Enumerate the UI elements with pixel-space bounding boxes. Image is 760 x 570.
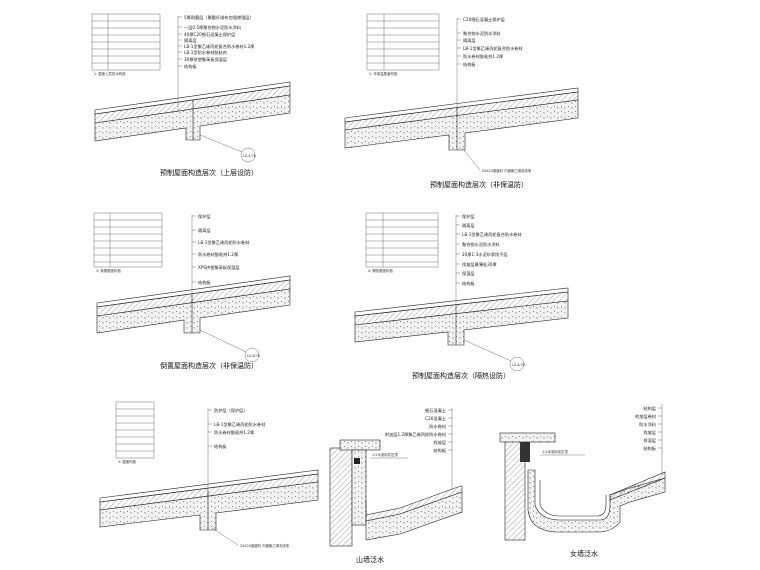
panel-5: 5: 屋面构造 防护层（保护层） LB-1型聚乙烯丙纶防水卷材 防水卷材胶粘剂1… (99, 401, 319, 548)
figure-caption: 山墙泛水 (356, 555, 384, 564)
layer-label: 一层0.5厚聚合物水泥防水涂料 (184, 24, 242, 31)
layer-label: 40厚C20细石混凝土保护层 (184, 31, 235, 38)
detail-subtitle: 1: 屋面上层防水构造 (94, 71, 126, 76)
detail-parapet-gable: 细石混凝土 C20混凝土 防水卷材 附加层1.2厚聚乙烯丙纶防水卷材 找坡层 结… (329, 407, 463, 564)
layer-label: 30厚挤塑聚苯板保温层 (184, 56, 227, 63)
roof-section (94, 81, 291, 142)
layer-label: 隔离层 (462, 222, 475, 229)
wall (499, 432, 556, 541)
figure-caption: 女墙泛水 (570, 549, 598, 558)
layer-callouts: 结构层 附加层卷材 防水涂料 找坡层 保温层 结构板 (635, 404, 663, 475)
layer-label: 保护层 (462, 213, 475, 220)
layer-label: 隔离层 (198, 227, 211, 234)
layer-label: 保温层 (643, 437, 656, 444)
layer-label: 聚合物水泥防水涂料 (463, 30, 502, 37)
layer-label: LB-1型聚乙烯丙纶防水卷材 (198, 239, 249, 246)
layer-label: 结构层 (643, 405, 656, 412)
panel-3: 3: 倒置屋面构造 保护层 隔离层 LB-1型聚乙烯丙纶防水卷材 防水卷材胶粘剂… (93, 212, 291, 370)
layer-label: 防水涂料 (639, 421, 657, 428)
section-tag: LS-4/70 (247, 354, 260, 358)
layer-label: 结构板 (198, 279, 211, 286)
layer-label: LB-1型聚乙烯丙纶复合防水卷材1.2厚 (184, 43, 254, 50)
layer-callouts: 细石混凝土 C20混凝土 防水卷材 附加层1.2厚聚乙烯丙纶防水卷材 找坡层 结… (385, 407, 453, 490)
section-tag: LS-4/70 (243, 154, 256, 158)
figure-caption: 预制屋面构造层次（上层设防） (160, 168, 258, 177)
layer-label: LB-1型聚乙烯丙纶复合防水卷材 (463, 45, 523, 52)
coping-note: 1:2水泥砂浆压顶 (542, 449, 568, 454)
layer-label: 防水卷材胶粘剂1.2厚 (214, 429, 254, 436)
layer-label: 结构板 (643, 445, 656, 452)
layer-label: 结构板 (433, 447, 446, 454)
detail-subtitle: 2: 非保温屋面构造 (369, 71, 398, 76)
layer-callouts: 防护层（保护层） LB-1型聚乙烯丙纶防水卷材 防水卷材胶粘剂1.2厚 结构板 (207, 407, 265, 498)
section-marker (509, 356, 525, 372)
layer-label: LB-1型聚乙烯丙纶复合防水卷材 (462, 231, 522, 238)
legend-table (93, 212, 163, 268)
layer-label: 保温层 (462, 270, 475, 277)
figure-caption: 预制屋面构造层次（隔热设防） (412, 371, 510, 380)
layer-label: 聚合物水泥防水涂料 (462, 241, 501, 248)
legend-table (366, 13, 440, 71)
gutter-section (527, 469, 666, 533)
layer-label: 结构板 (184, 63, 197, 70)
layer-label: 结构板 (214, 443, 227, 450)
layer-label: 找坡层最薄处30厚 (462, 261, 497, 268)
layer-label: 防水卷材胶粘剂1.2厚 (198, 251, 238, 258)
legend-table (115, 401, 155, 459)
detail-parapet-wall: 结构层 附加层卷材 防水涂料 找坡层 保温层 结构板 1:2水泥砂浆压顶 女墙泛… (499, 404, 666, 558)
panel-2: 2: 非保温屋面构造 C20细石混凝土保护层 聚合物水泥防水涂料 隔离层 LB-… (344, 13, 579, 189)
section-tag: LS-4/70 (512, 363, 525, 367)
roof-section (96, 275, 291, 334)
roof-section (99, 469, 319, 531)
layer-label: 找坡层 (643, 429, 656, 436)
layer-label: LB-1型聚乙烯丙纶防水卷材 (214, 421, 265, 428)
legend-table (365, 212, 439, 268)
section-marker (240, 147, 256, 163)
layer-label: 隔离层 (184, 37, 197, 44)
layer-label: 防水卷材 (429, 423, 446, 430)
layer-label: XPS挤塑聚苯板保温层 (198, 264, 240, 271)
panel-1: 1: 屋面上层防水构造 5厚耐磨层（聚酯纤维布加强增强层） 一层0.5厚聚合物水… (91, 13, 291, 177)
legend-table (91, 13, 161, 71)
figure-caption: 倒置屋面构造层次（非保温防） (160, 361, 258, 370)
joint-note: 20X20嵌缝料 内嵌聚乙烯泡沫条 (482, 168, 532, 173)
layer-callouts: 5厚耐磨层（聚酯纤维布加强增强层） 一层0.5厚聚合物水泥防水涂料 40厚C20… (177, 14, 254, 118)
wall (329, 439, 381, 547)
joint-note: 20X20嵌缝料 内嵌聚乙烯泡沫条 (240, 543, 290, 548)
layer-label: 结构板 (462, 280, 475, 287)
layer-label: 找坡层 (433, 439, 446, 446)
layer-label: 防水卷材胶粘剂1.2厚 (463, 53, 503, 60)
layer-label: 结构板 (463, 61, 476, 68)
roof-section (354, 287, 569, 346)
layer-label: 隔离层 (463, 37, 476, 44)
layer-label: 细石混凝土 (425, 407, 446, 414)
detail-subtitle: 4: 隔热屋面构造 (368, 268, 393, 273)
layer-label: 5厚耐磨层（聚酯纤维布加强增强层） (184, 14, 254, 21)
section-marker (244, 347, 260, 363)
layer-label: C20细石混凝土保护层 (463, 16, 505, 23)
layer-label: 附加层1.2厚聚乙烯丙纶防水卷材 (385, 431, 446, 438)
layer-label: 20厚1:3水泥砂浆找平层 (462, 251, 508, 258)
layer-label: 防护层（保护层） (214, 407, 248, 414)
layer-label: LB-1型防水卷材胶粘剂 (184, 49, 227, 56)
layer-label: C20混凝土 (425, 415, 446, 422)
layer-label: 附加层卷材 (635, 413, 656, 420)
layer-callouts: 保护层 隔离层 LB-1型聚乙烯丙纶复合防水卷材 聚合物水泥防水涂料 20厚1:… (455, 213, 522, 303)
coping-note: 1:2水泥砂浆压顶 (372, 452, 398, 457)
panel-4: 4: 隔热屋面构造 保护层 隔离层 LB-1型聚乙烯丙纶复合防水卷材 聚合物水泥… (354, 212, 569, 380)
roof-section (344, 87, 579, 151)
layer-label: 保护层 (198, 213, 211, 220)
roof-layers (365, 485, 463, 541)
detail-subtitle: 3: 倒置屋面构造 (96, 268, 121, 273)
figure-caption: 预制屋面构造层次（非保温防） (430, 180, 528, 189)
detail-subtitle: 5: 屋面构造 (118, 459, 137, 464)
